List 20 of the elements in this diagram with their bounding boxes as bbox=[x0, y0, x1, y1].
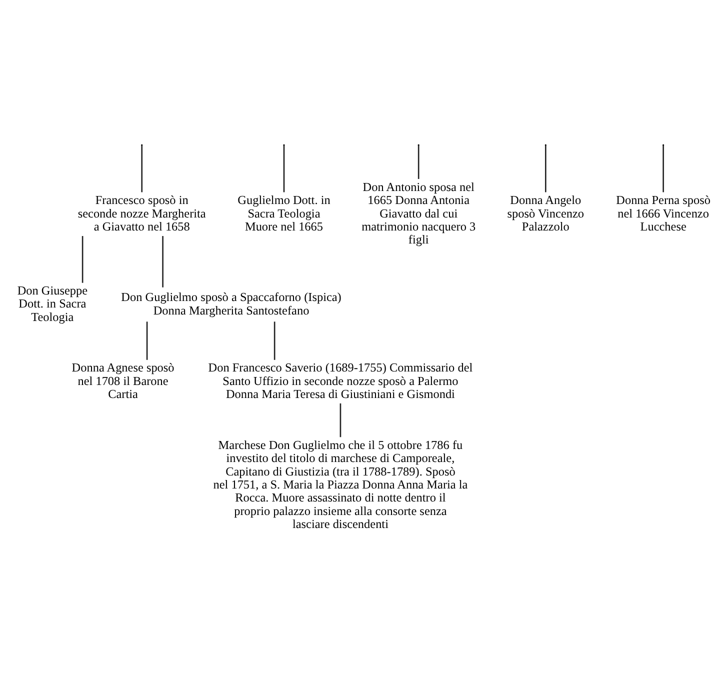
connector bbox=[340, 402, 342, 437]
connector bbox=[82, 236, 84, 282]
connector bbox=[662, 145, 664, 192]
connector bbox=[162, 236, 164, 287]
connector bbox=[146, 321, 148, 360]
node-text: Francesco sposò in seconde nozze Margherita a Giavatto nel 1658 bbox=[78, 192, 206, 234]
node-text: Don Giuseppe Dott. in Sacra Teologia bbox=[17, 283, 88, 324]
node-text: Donna Perna sposò nel 1666 Vincenzo Lucchese bbox=[616, 192, 710, 234]
node-text: Donna Angelo sposò Vincenzo Palazzolo bbox=[507, 192, 584, 234]
connector bbox=[274, 321, 276, 360]
node-text: Guglielmo Dott. in Sacra Teologia Muore nel 1665 bbox=[238, 192, 330, 234]
node-text: Marchese Don Guglielmo che il 5 ottobre 1786 fu investito del titolo di marchese di Camporeale, Capitano di Giustizia (tra il 1788-1789). Sposò nel 1751, a S. Maria la Piazza Donna Anna Maria la Rocca. Muore assassinato di notte dentro il proprio palazzo insieme alla consorte senza lasciare discendenti bbox=[213, 437, 468, 530]
connector bbox=[545, 145, 546, 192]
connector bbox=[141, 145, 143, 192]
connector bbox=[418, 145, 420, 178]
node-text: Don Antonio sposa nel 1665 Donna Antonia Giavatto dal cui matrimonio nacquero 3 figli bbox=[362, 180, 476, 246]
connector bbox=[283, 145, 285, 192]
node-text: Donna Agnese sposò nel 1708 il Barone Cartia bbox=[72, 360, 174, 401]
node-text: Don Francesco Saverio (1689-1755) Commissario del Santo Uffizio in seconde nozze sposò a Palermo Donna Maria Teresa di Giustiniani e Gismondi bbox=[208, 360, 473, 401]
node-text: Don Guglielmo sposò a Spaccaforno (Ispica) Donna Margherita Santostefano bbox=[121, 290, 342, 317]
